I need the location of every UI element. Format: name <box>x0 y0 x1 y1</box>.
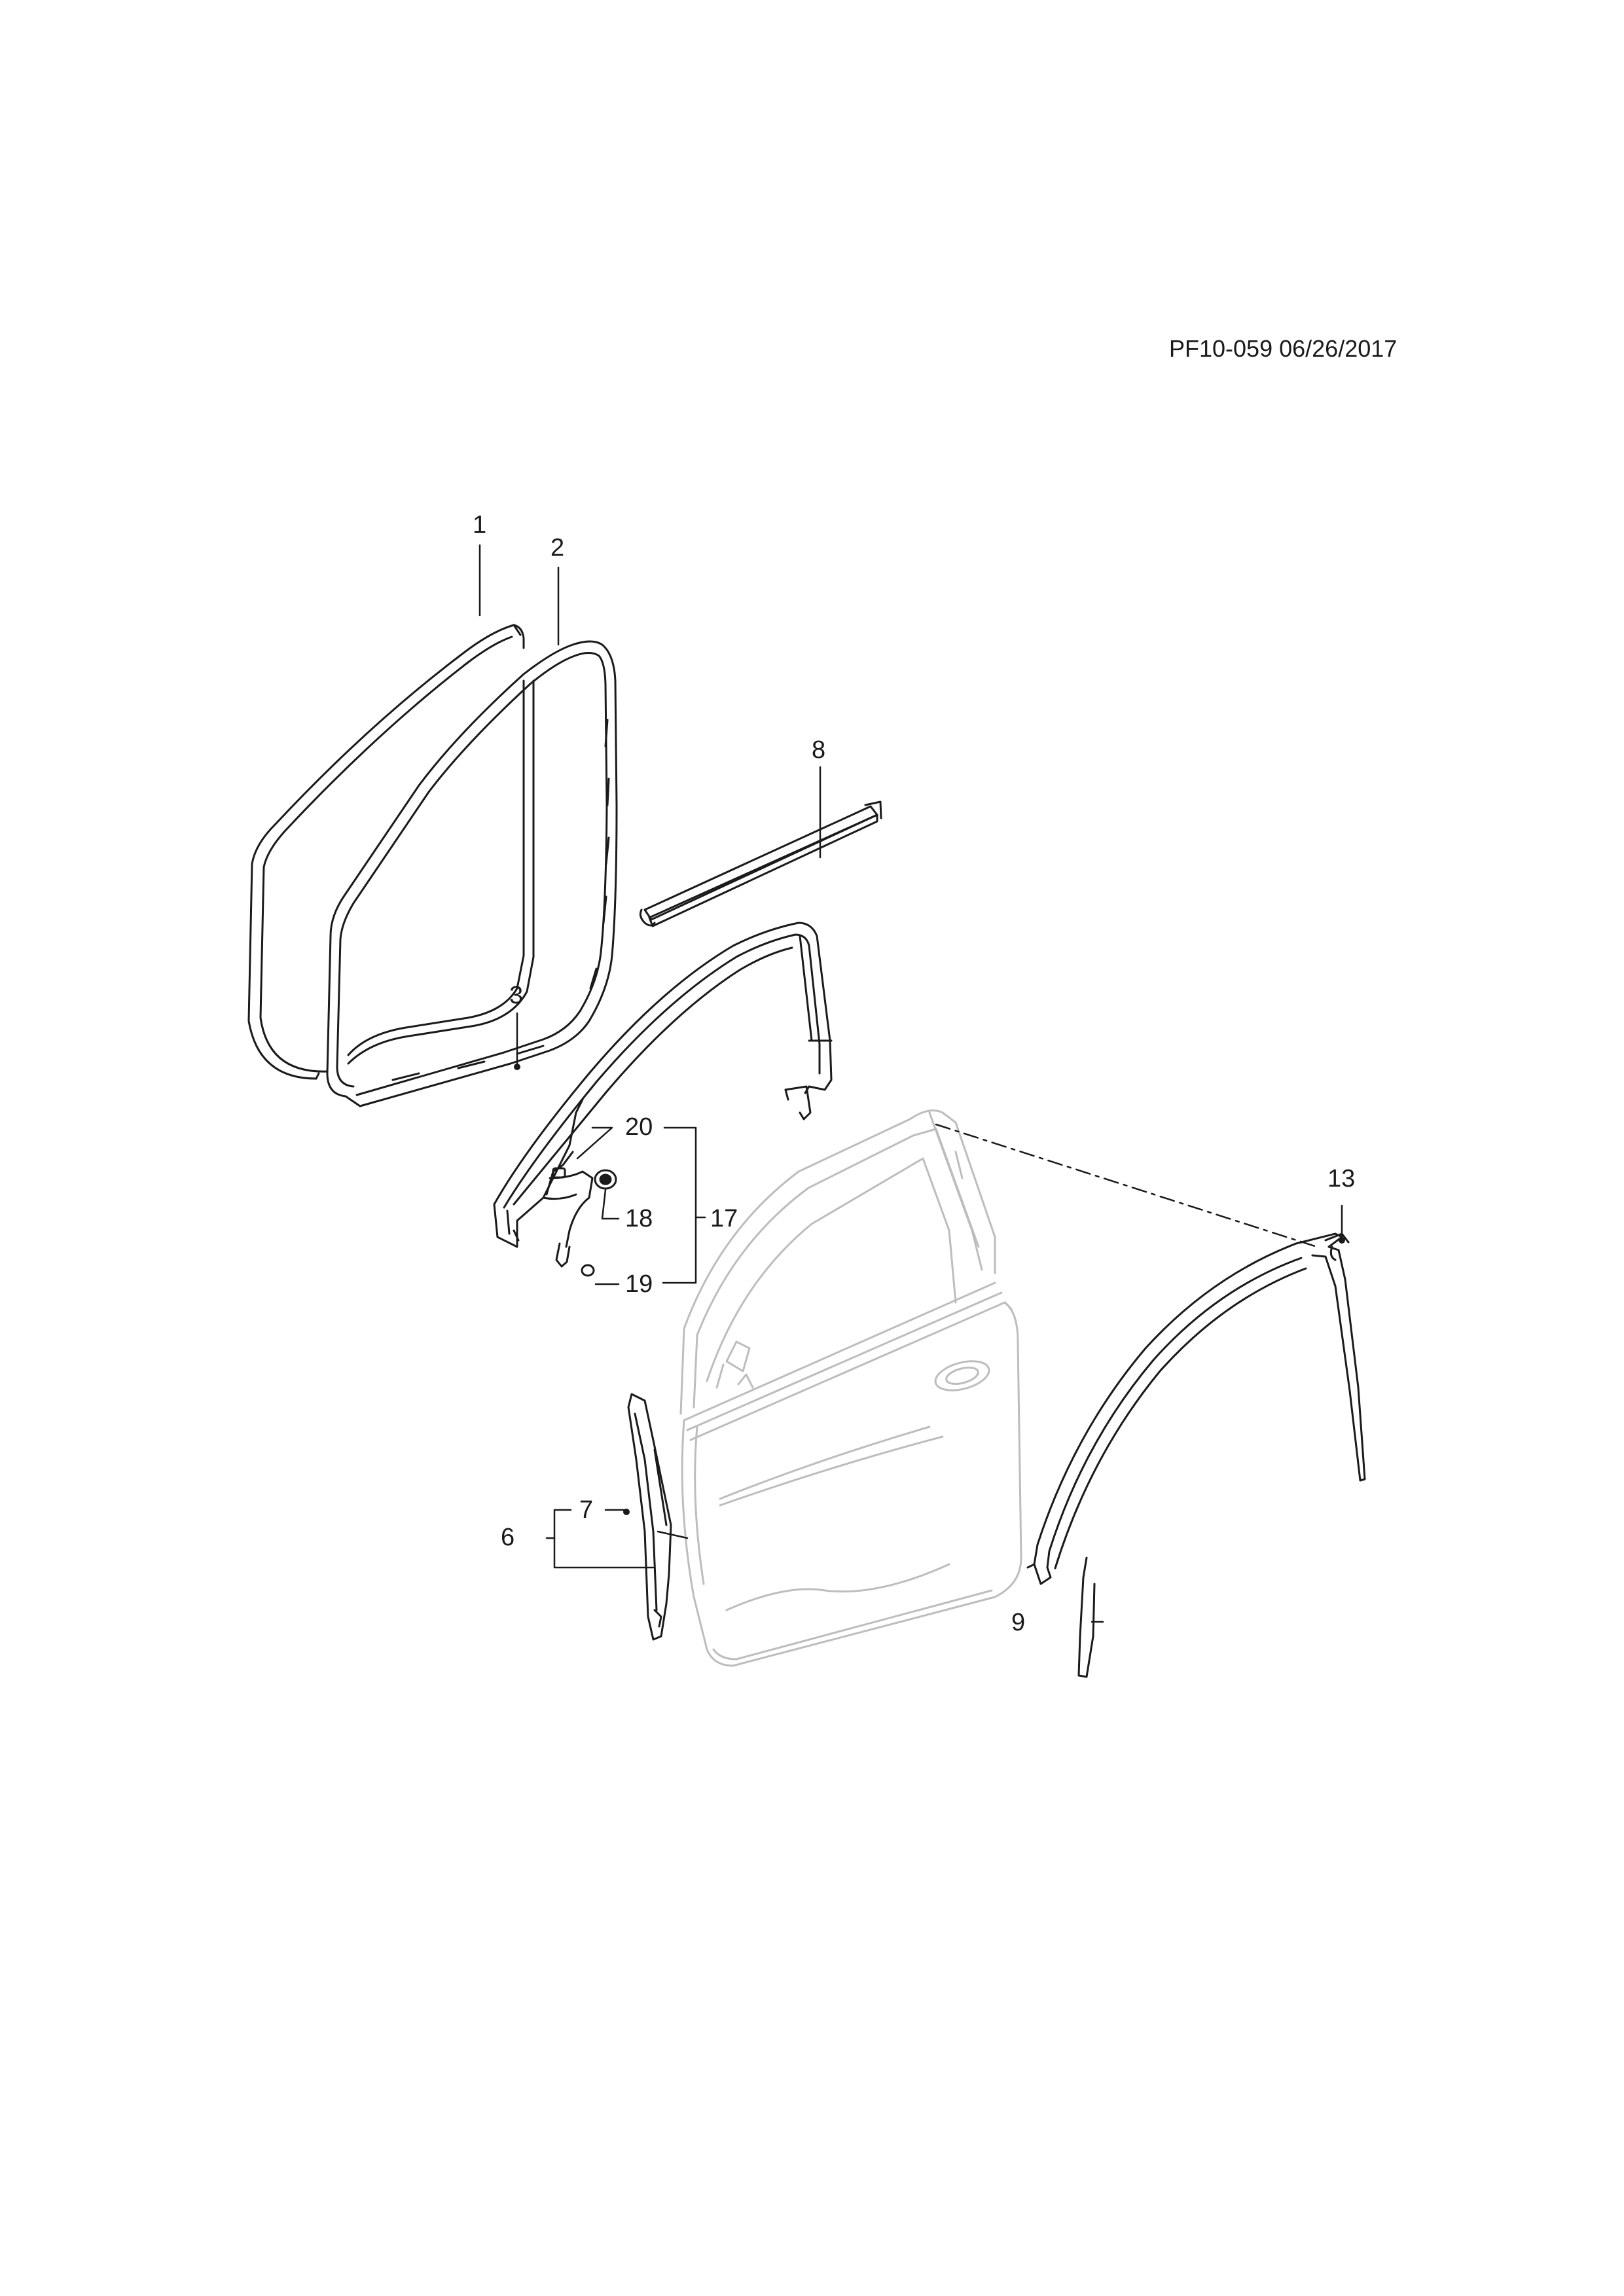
leader-lines <box>478 544 1343 1623</box>
document-code: PF10-059 06/26/2017 <box>1169 335 1398 362</box>
callout-8: 8 <box>812 736 826 764</box>
callout-13: 13 <box>1327 1165 1356 1193</box>
callout-3: 3 <box>509 982 524 1009</box>
part-6-pillar-applique <box>627 1393 672 1641</box>
callout-6: 6 <box>501 1524 515 1551</box>
part-19-nut <box>581 1264 595 1277</box>
callout-2: 2 <box>550 534 565 562</box>
part-8-belt-molding <box>639 800 882 927</box>
door-shell <box>679 1109 1022 1667</box>
callout-7: 7 <box>579 1496 594 1524</box>
part-20-upper-window-channel <box>493 922 833 1209</box>
callout-18: 18 <box>625 1205 653 1232</box>
part-18-grommet <box>594 1169 617 1190</box>
alignment-dash-line <box>935 1123 1318 1248</box>
callout-9: 9 <box>1011 1609 1026 1636</box>
callout-19: 19 <box>625 1270 653 1298</box>
callout-20: 20 <box>625 1113 653 1141</box>
callout-1: 1 <box>473 511 487 539</box>
part-9-door-frame-molding <box>1026 1232 1366 1678</box>
part-2-inner-door-seal <box>326 640 618 1107</box>
callout-17: 17 <box>710 1205 738 1232</box>
part-17-mirror-sail-assembly <box>493 1098 594 1268</box>
clip-markers <box>514 1064 1345 1515</box>
part-1-outer-door-seal <box>247 624 525 1080</box>
